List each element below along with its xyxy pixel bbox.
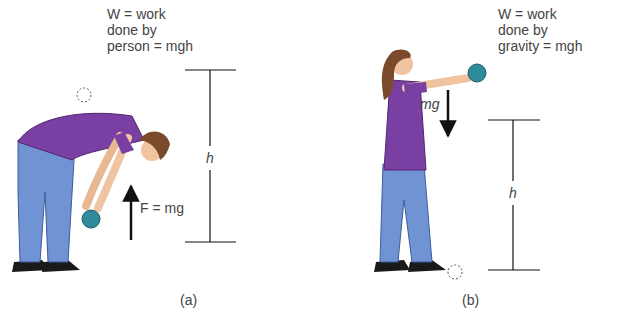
end-position [448, 265, 462, 279]
force-label: F = mg [140, 200, 184, 216]
height-bracket [185, 70, 236, 242]
work-note: W = work done by person = mgh [107, 6, 197, 54]
panel-label: (a) [180, 292, 197, 308]
start-position [77, 88, 91, 102]
force-arrow [130, 186, 133, 240]
force-label: mg [420, 96, 439, 112]
height-label: h [206, 150, 214, 166]
person-bending [12, 113, 170, 272]
height-bracket [488, 120, 540, 270]
gravity-arrow [447, 90, 450, 136]
work-note: W = work done by gravity = mgh [498, 6, 588, 54]
height-label: h [509, 185, 517, 201]
panel-label: (b) [462, 292, 479, 308]
person-standing [374, 50, 486, 272]
